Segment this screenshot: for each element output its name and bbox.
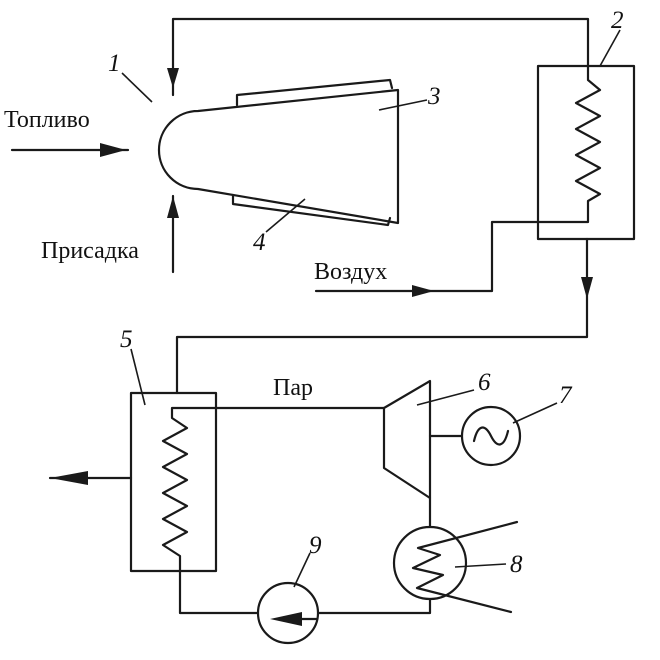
number-2: 2 <box>611 7 624 34</box>
number-7: 7 <box>559 382 573 409</box>
label-air: Воздух <box>314 259 387 285</box>
arrow-air <box>412 285 434 297</box>
turbine <box>382 379 432 500</box>
leader-7 <box>512 402 558 424</box>
left-arrow-icon <box>270 612 302 626</box>
feed-pump <box>256 581 320 645</box>
number-8: 8 <box>510 551 523 578</box>
number-9: 9 <box>309 532 322 559</box>
number-5: 5 <box>120 326 133 353</box>
arrow-down-right <box>581 277 593 299</box>
upper-sleeve-plate <box>235 78 394 107</box>
label-steam: Пар <box>273 375 313 401</box>
condenser-coolant-coil <box>411 520 519 614</box>
leader-9 <box>293 552 311 588</box>
air-heater-box <box>536 64 636 241</box>
arrow-down-top <box>167 68 179 88</box>
leader-6 <box>416 389 475 406</box>
leader-5 <box>130 348 146 406</box>
number-3: 3 <box>427 83 441 110</box>
label-additive: Присадка <box>41 238 139 264</box>
arrow-fuel <box>100 143 126 157</box>
boiler-box <box>129 391 218 573</box>
number-6: 6 <box>478 369 491 396</box>
label-fuel: Топливо <box>4 107 90 133</box>
number-1: 1 <box>108 50 121 77</box>
leader-3 <box>378 99 428 111</box>
leader-1 <box>121 72 153 103</box>
leader-4 <box>265 198 306 233</box>
sine-wave-icon <box>472 426 510 446</box>
leader-2 <box>599 29 621 67</box>
arrow-additive <box>167 196 179 218</box>
top-hot-gas-line <box>171 17 590 97</box>
leader-8 <box>454 563 507 568</box>
number-4: 4 <box>253 229 266 256</box>
combustion-chamber-outline <box>157 88 400 225</box>
arrow-exhaust-left <box>50 471 88 485</box>
condenser-to-pump-line <box>316 597 432 615</box>
combustion-chamber <box>157 78 400 227</box>
air-heater-coil <box>428 64 602 293</box>
boiler-coil <box>161 406 386 615</box>
lower-sleeve-plate <box>231 193 392 227</box>
